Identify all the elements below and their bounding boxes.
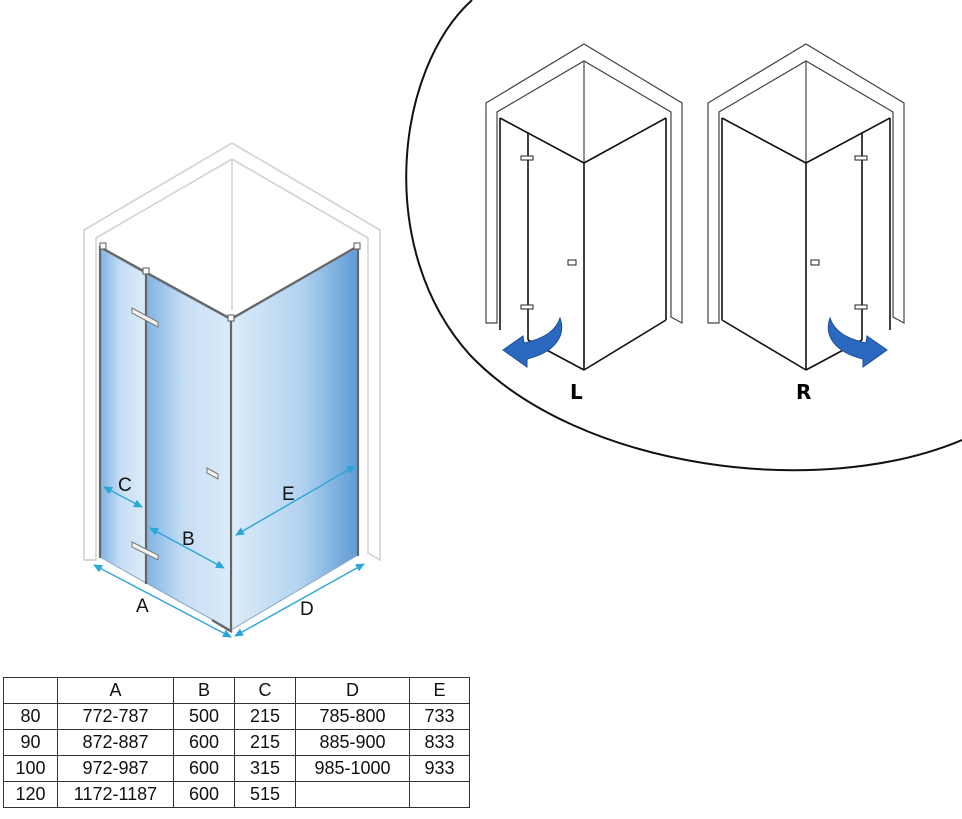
variant-left: L bbox=[485, 43, 683, 404]
table-cell: 90 bbox=[3, 729, 58, 756]
header-cell-d: D bbox=[295, 677, 410, 704]
table-row: 100 972-987 600 315 985-1000 933 bbox=[3, 755, 470, 782]
dim-e-arrow bbox=[235, 465, 356, 536]
table-cell: 215 bbox=[234, 703, 296, 730]
variant-right-handle-icon bbox=[810, 259, 820, 266]
size-table: A B C D E 80 772-787 500 215 785-800 733… bbox=[3, 677, 470, 808]
dim-b-arrow bbox=[149, 527, 225, 569]
variant-left-upper-hinge-icon bbox=[520, 155, 534, 161]
table-cell: 80 bbox=[3, 703, 58, 730]
variant-left-lower-hinge-icon bbox=[520, 304, 534, 310]
dim-d-arrow bbox=[234, 563, 365, 637]
table-cell: 985-1000 bbox=[295, 755, 410, 782]
table-cell: 933 bbox=[409, 755, 470, 782]
table-cell: 833 bbox=[409, 729, 470, 756]
table-cell: 772-787 bbox=[57, 703, 174, 730]
wall-frame bbox=[83, 142, 381, 562]
variant-left-frame bbox=[485, 43, 683, 325]
upper-hinge-icon bbox=[131, 307, 159, 328]
top-fittings bbox=[99, 242, 361, 322]
header-cell-b: B bbox=[173, 677, 235, 704]
dimension-arrows bbox=[93, 465, 365, 638]
header-cell-a: A bbox=[57, 677, 174, 704]
variant-left-label: L bbox=[570, 380, 583, 404]
header-cell-size bbox=[3, 677, 58, 704]
dim-label-c: C bbox=[118, 475, 132, 496]
main-enclosure: C B E A D bbox=[83, 142, 381, 638]
table-cell: 600 bbox=[173, 781, 235, 808]
swing-arrow-right-icon bbox=[827, 316, 888, 368]
table-cell: 733 bbox=[409, 703, 470, 730]
table-row: 120 1172-1187 600 515 bbox=[3, 781, 470, 808]
table-cell: 885-900 bbox=[295, 729, 410, 756]
door-glass-panel bbox=[145, 273, 232, 631]
table-cell: 500 bbox=[173, 703, 235, 730]
table-cell: 600 bbox=[173, 755, 235, 782]
table-cell: 872-887 bbox=[57, 729, 174, 756]
header-cell-e: E bbox=[409, 677, 470, 704]
dim-label-b: B bbox=[182, 529, 195, 550]
side-glass-panel bbox=[230, 246, 359, 631]
table-header-row: A B C D E bbox=[3, 677, 470, 704]
fixed-glass-panel bbox=[99, 247, 147, 584]
table-cell: 315 bbox=[234, 755, 296, 782]
dim-label-a: A bbox=[136, 596, 149, 617]
table-cell: 600 bbox=[173, 729, 235, 756]
dim-label-e: E bbox=[282, 484, 295, 505]
variant-right-label: R bbox=[796, 380, 811, 404]
variant-right: R bbox=[707, 43, 905, 404]
table-cell: 515 bbox=[234, 781, 296, 808]
inset-boundary bbox=[405, 0, 962, 472]
table-cell bbox=[409, 781, 470, 808]
table-row: 90 872-887 600 215 885-900 833 bbox=[3, 729, 470, 756]
table-cell bbox=[295, 781, 410, 808]
header-cell-c: C bbox=[234, 677, 296, 704]
table-row: 80 772-787 500 215 785-800 733 bbox=[3, 703, 470, 730]
swing-arrow-left-icon bbox=[502, 316, 563, 368]
variant-right-upper-hinge-icon bbox=[854, 155, 868, 161]
table-cell: 215 bbox=[234, 729, 296, 756]
table-cell: 972-987 bbox=[57, 755, 174, 782]
table-cell: 785-800 bbox=[295, 703, 410, 730]
dim-a-arrow bbox=[93, 564, 232, 638]
table-cell: 1172-1187 bbox=[57, 781, 174, 808]
variants-inset: L R bbox=[405, 0, 962, 472]
variant-right-frame bbox=[707, 43, 905, 325]
dim-c-arrow bbox=[103, 486, 143, 508]
variant-left-handle-icon bbox=[567, 259, 577, 266]
door-handle-icon bbox=[206, 467, 219, 480]
dim-label-d: D bbox=[300, 599, 314, 620]
table-cell: 120 bbox=[3, 781, 58, 808]
table-cell: 100 bbox=[3, 755, 58, 782]
variant-right-lower-hinge-icon bbox=[854, 304, 868, 310]
